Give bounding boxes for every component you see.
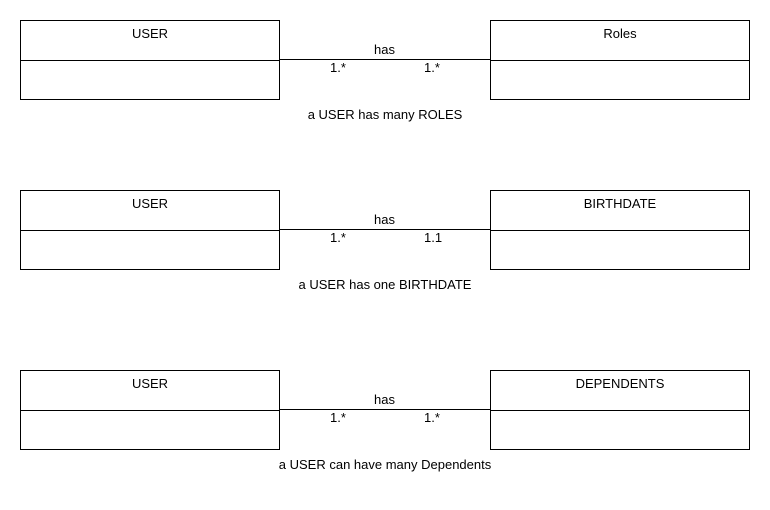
entity-box-roles: Roles [490, 20, 750, 100]
entity-name: Roles [491, 21, 749, 61]
relation-user-dependents: USER has 1.* 1.* DEPENDENTS a USER can h… [0, 370, 770, 510]
association-label: has [374, 212, 395, 227]
entity-box-user: USER [20, 370, 280, 450]
entity-name: DEPENDENTS [491, 371, 749, 411]
entity-name: USER [21, 191, 279, 231]
entity-box-user: USER [20, 190, 280, 270]
right-multiplicity: 1.* [424, 60, 440, 75]
entity-attributes [21, 231, 279, 269]
entity-box-dependents: DEPENDENTS [490, 370, 750, 450]
right-multiplicity: 1.1 [424, 230, 443, 245]
relation-caption: a USER has many ROLES [307, 107, 463, 122]
relation-caption: a USER can have many Dependents [278, 457, 492, 472]
association-line [279, 409, 490, 410]
association-label: has [374, 42, 395, 57]
relation-user-birthdate: USER has 1.* 1.1 BIRTHDATE a USER has on… [0, 190, 770, 330]
entity-name: USER [21, 21, 279, 61]
relation-user-roles: USER has 1.* 1.* Roles a USER has many R… [0, 20, 770, 160]
entity-name: USER [21, 371, 279, 411]
left-multiplicity: 1.* [330, 60, 346, 75]
entity-attributes [491, 411, 749, 449]
entity-box-birthdate: BIRTHDATE [490, 190, 750, 270]
association-label: has [374, 392, 395, 407]
left-multiplicity: 1.* [330, 230, 346, 245]
right-multiplicity: 1.* [424, 410, 440, 425]
entity-attributes [491, 61, 749, 99]
left-multiplicity: 1.* [330, 410, 346, 425]
relation-caption: a USER has one BIRTHDATE [298, 277, 472, 292]
entity-name: BIRTHDATE [491, 191, 749, 231]
association-line [279, 229, 490, 230]
entity-box-user: USER [20, 20, 280, 100]
entity-attributes [491, 231, 749, 269]
association-line [279, 59, 490, 60]
entity-attributes [21, 411, 279, 449]
entity-attributes [21, 61, 279, 99]
